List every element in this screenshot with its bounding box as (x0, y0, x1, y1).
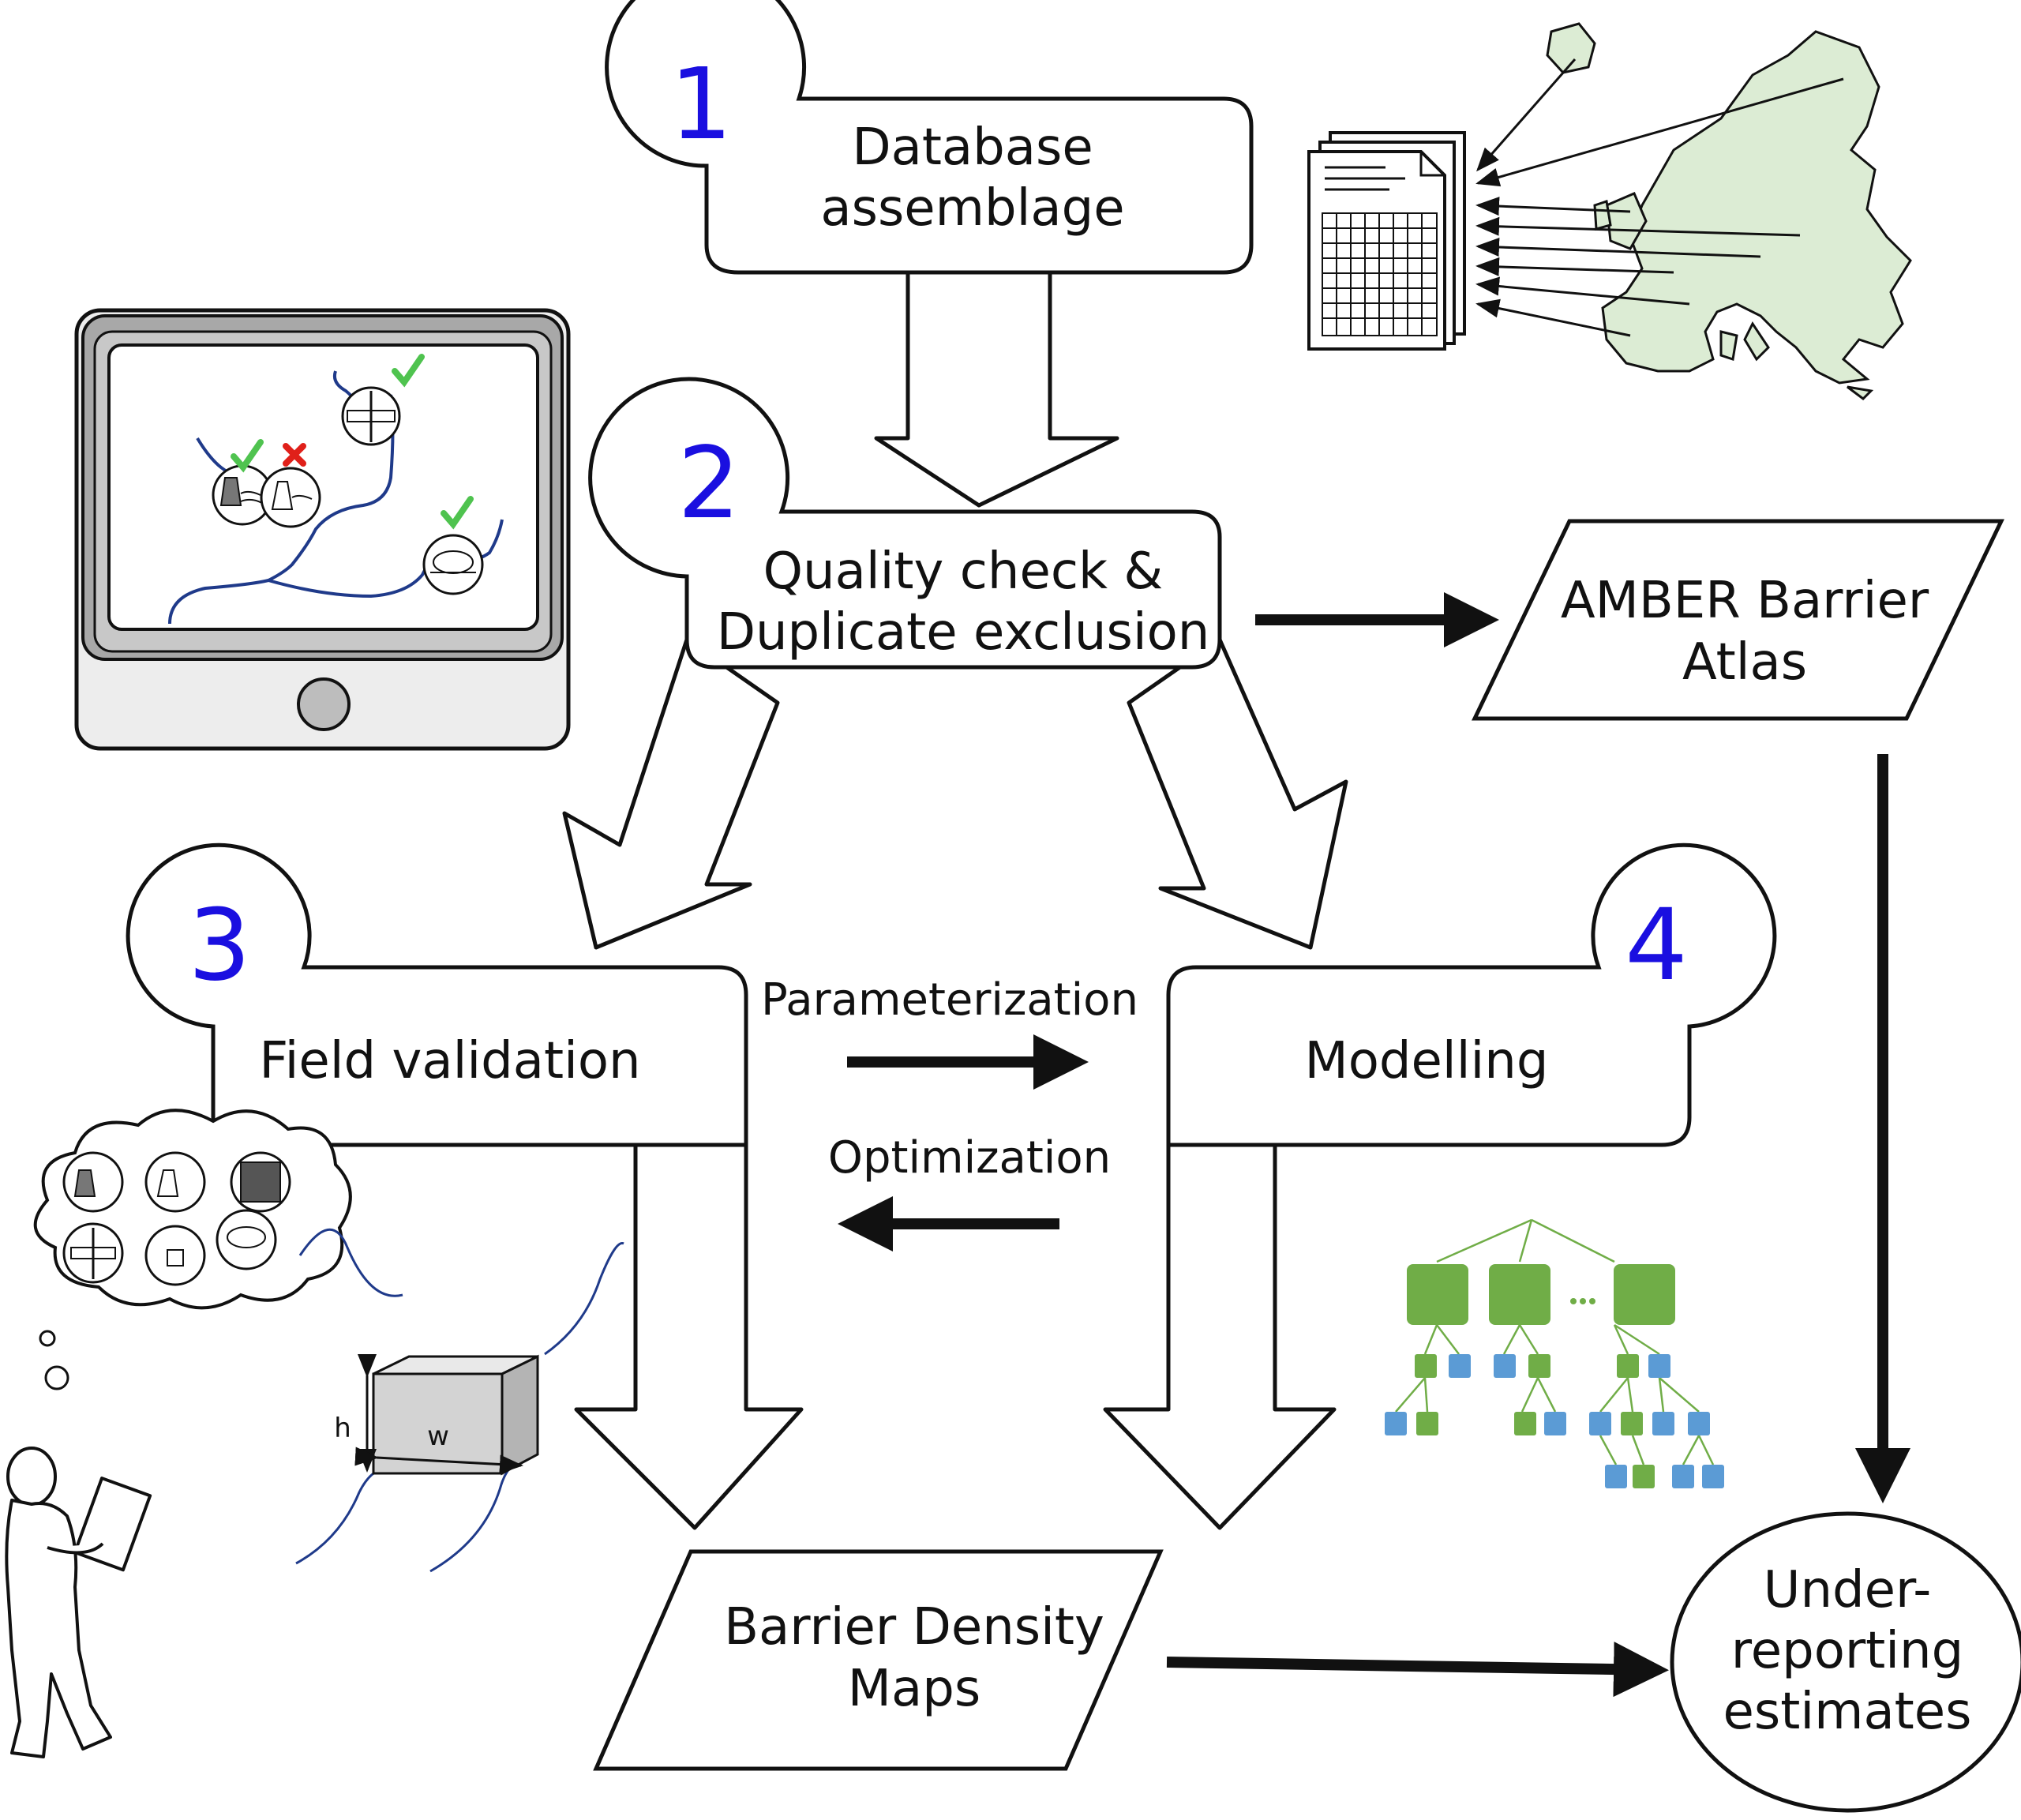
link-parameterization: Parameterization (761, 974, 1138, 1090)
height-label: h (334, 1413, 351, 1444)
flow-arrow-1-to-2 (874, 242, 1119, 508)
flow-arrow-3-to-maps (574, 1143, 804, 1530)
weir-icon (260, 467, 321, 528)
check-icon (392, 354, 425, 388)
check-icon (441, 496, 474, 530)
density-label-line-1: Barrier Density (724, 1598, 1104, 1657)
step-4-number: 4 (1625, 888, 1688, 1003)
step-1-label-line-1: Database (852, 118, 1093, 177)
monitor-icon (74, 308, 571, 751)
step-2-label-line-1: Quality check & (763, 542, 1164, 601)
step-3-box: 3 Field validation (126, 842, 748, 1147)
map-to-document-arrows (1475, 58, 1844, 337)
step-2-label-line-2: Duplicate exclusion (717, 603, 1210, 662)
barrier-density-maps: Barrier Density Maps (593, 1549, 1164, 1771)
atlas-label-line-1: AMBER Barrier (1561, 572, 1929, 630)
underreporting-line-1: Under- (1764, 1561, 1932, 1619)
underreporting-line-3: estimates (1723, 1683, 1972, 1741)
flow-arrow-2-to-4 (1127, 637, 1348, 950)
europe-map-icon (1546, 22, 1912, 400)
step-1-number: 1 (669, 47, 733, 162)
step-4-label: Modelling (1305, 1032, 1549, 1090)
underreporting-line-2: reporting (1731, 1622, 1963, 1680)
cross-icon (283, 443, 306, 467)
person-icon (5, 1447, 152, 1758)
document-icon (1307, 131, 1466, 351)
check-icon (231, 439, 264, 473)
decision-tree-icon (1385, 1218, 1724, 1488)
culvert-icon (422, 534, 484, 595)
step-1-label-line-2: assemblage (820, 179, 1124, 238)
width-label: w (427, 1420, 449, 1452)
step-3-label: Field validation (259, 1032, 640, 1090)
flow-arrow-4-to-maps (1103, 1143, 1337, 1530)
parameterization-label: Parameterization (761, 974, 1138, 1026)
step-4-box: 4 Modelling (1166, 842, 1777, 1147)
step-1-box: 1 Database assemblage (605, 0, 1254, 275)
atlas-label-line-2: Atlas (1682, 633, 1807, 692)
underreporting-estimates: Under- reporting estimates (1670, 1511, 2021, 1813)
step-3-number: 3 (188, 888, 251, 1003)
step-2-box: 2 Quality check & Duplicate exclusion (588, 377, 1222, 670)
barrier-box-icon: h w (295, 1228, 624, 1573)
amber-barrier-atlas: AMBER Barrier Atlas (1472, 519, 2004, 721)
link-optimization: Optimization (828, 1132, 1111, 1251)
ford-icon (341, 386, 401, 446)
density-label-line-2: Maps (848, 1660, 981, 1718)
step-2-number: 2 (677, 426, 741, 541)
flow-arrow-2-to-3 (562, 637, 780, 950)
thought-cloud-icon (33, 1109, 352, 1390)
optimization-label: Optimization (828, 1132, 1111, 1184)
dam-icon (212, 464, 273, 526)
arrow-maps-to-underreporting (1166, 1642, 1669, 1698)
